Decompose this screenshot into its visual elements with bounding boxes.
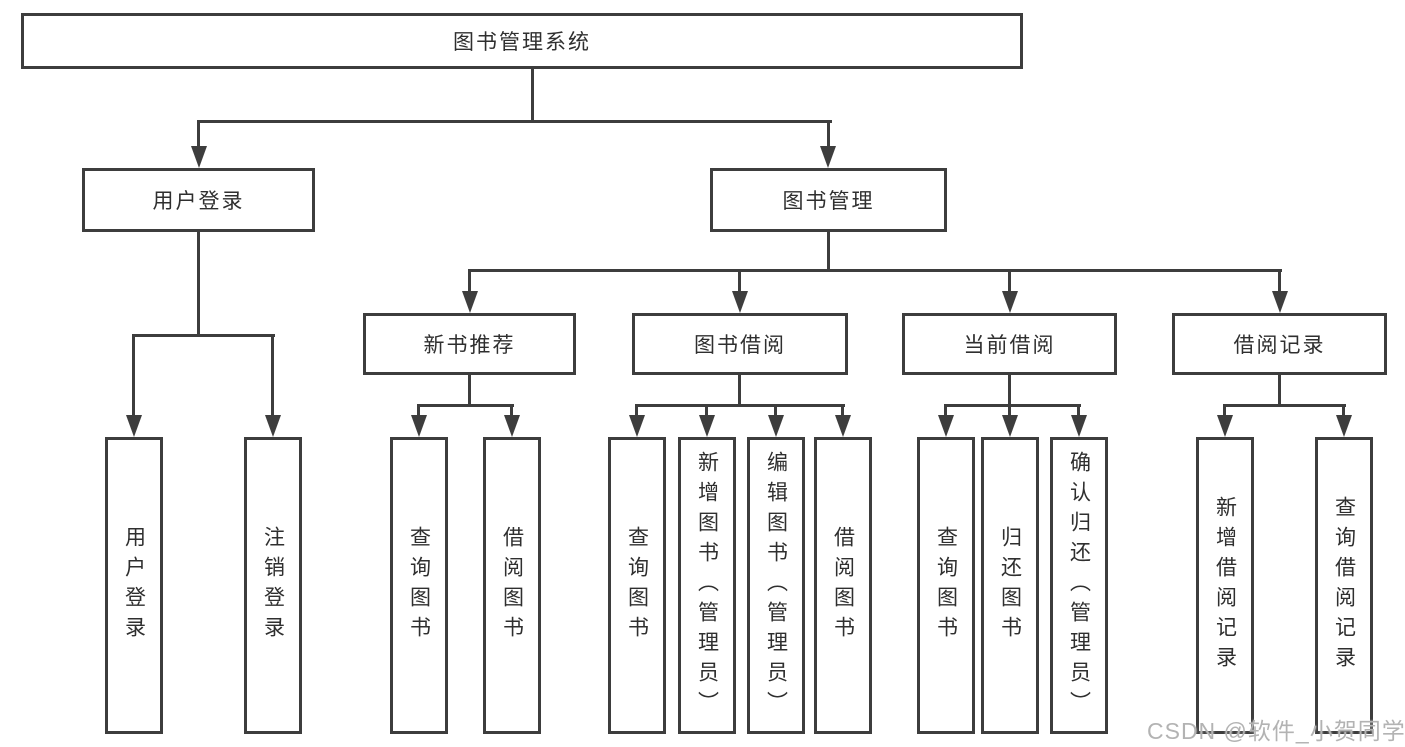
connector-user-login-stem [197,232,200,336]
leaf-query-books-current: 查询图书 [917,437,975,734]
connector-to-leaf-add-record [1223,404,1226,418]
node-book-borrowing: 图书借阅 [632,313,848,375]
connector-to-recommend [468,269,471,295]
connector-to-user-login [197,120,200,148]
node-user-login: 用户登录 [82,168,315,232]
connector-root-stem [531,69,534,122]
node-book-borrowing-label: 图书借阅 [694,334,786,357]
connector-to-leaf-query1 [417,404,420,418]
arrow-down-leaf-add-books [699,415,715,437]
leaf-edit-books-admin: 编辑图书（管理员） [747,437,805,734]
connector-current-rail [945,404,1081,407]
connector-borrowing-rail [636,404,845,407]
connector-recommend-rail [418,404,514,407]
connector-to-leaf-confirm [1077,404,1080,418]
arrow-down-leaf-logout [265,415,281,437]
leaf-return-books: 归还图书 [981,437,1039,734]
connector-to-leaf-borrow2 [841,404,844,418]
arrow-down-leaf-login [126,415,142,437]
connector-book-mgmt-stem [827,232,830,272]
connector-to-leaf-logout [271,334,274,418]
leaf-query-books-current-label: 查询图书 [934,525,958,646]
node-new-book-recommend: 新书推荐 [363,313,576,375]
connector-recommend-stem [468,375,471,407]
leaf-query-books-recommend-label: 查询图书 [407,525,431,646]
connector-records-stem [1278,375,1281,407]
leaf-query-borrow-record: 查询借阅记录 [1315,437,1373,734]
arrow-down-user-login [191,146,207,168]
connector-to-leaf-login [132,334,135,418]
arrow-down-leaf-query-record [1336,415,1352,437]
leaf-user-login: 用户登录 [105,437,163,734]
connector-current-stem [1008,375,1011,407]
connector-to-leaf-query-record [1342,404,1345,418]
node-library-system: 图书管理系统 [21,13,1023,69]
node-borrowing-records: 借阅记录 [1172,313,1387,375]
connector-to-leaf-add-books [705,404,708,418]
arrow-down-records [1272,291,1288,313]
leaf-add-borrow-record-label: 新增借阅记录 [1213,495,1237,676]
node-new-book-recommend-label: 新书推荐 [423,334,516,357]
arrow-down-recommend [462,291,478,313]
leaf-query-books-borrow: 查询图书 [608,437,666,734]
leaf-add-borrow-record: 新增借阅记录 [1196,437,1254,734]
arrow-down-leaf-borrow2 [835,415,851,437]
arrow-down-leaf-add-record [1217,415,1233,437]
node-book-management: 图书管理 [710,168,947,232]
leaf-user-login-label: 用户登录 [122,525,146,646]
leaf-confirm-return-admin: 确认归还（管理员） [1050,437,1108,734]
leaf-confirm-return-admin-label: 确认归还（管理员） [1067,450,1091,721]
arrow-down-leaf-edit-books [768,415,784,437]
connector-to-leaf-return [1008,404,1011,418]
arrow-down-leaf-return [1002,415,1018,437]
node-current-borrowing: 当前借阅 [902,313,1117,375]
connector-borrowing-stem [738,375,741,407]
leaf-query-books-borrow-label: 查询图书 [625,525,649,646]
connector-to-records [1278,269,1281,295]
leaf-return-books-label: 归还图书 [998,525,1022,646]
node-book-management-label: 图书管理 [782,190,875,213]
arrow-down-borrowing [732,291,748,313]
connector-to-current [1008,269,1011,295]
leaf-borrow-books-recommend: 借阅图书 [483,437,541,734]
connector-to-book-management [827,120,830,148]
leaf-borrow-books-label: 借阅图书 [831,525,855,646]
connector-level1-rail [197,120,832,123]
node-user-login-label: 用户登录 [152,190,245,213]
arrow-down-leaf-query2 [629,415,645,437]
arrow-down-leaf-borrow1 [504,415,520,437]
connector-to-leaf-query3 [944,404,947,418]
connector-to-borrowing [738,269,741,295]
node-library-system-label: 图书管理系统 [453,31,591,54]
connector-to-leaf-edit-books [774,404,777,418]
leaf-query-borrow-record-label: 查询借阅记录 [1332,495,1356,676]
arrow-down-leaf-query3 [938,415,954,437]
connector-user-login-rail [134,334,275,337]
connector-level2-rail [469,269,1282,272]
leaf-query-books-recommend: 查询图书 [390,437,448,734]
node-borrowing-records-label: 借阅记录 [1233,334,1326,357]
csdn-watermark: CSDN @软件_小贺同学 [1147,718,1405,744]
arrow-down-current [1002,291,1018,313]
node-current-borrowing-label: 当前借阅 [963,334,1056,357]
arrow-down-book-management [820,146,836,168]
leaf-logout: 注销登录 [244,437,302,734]
connector-to-leaf-query2 [635,404,638,418]
leaf-borrow-books-recommend-label: 借阅图书 [500,525,524,646]
arrow-down-leaf-query1 [411,415,427,437]
leaf-logout-label: 注销登录 [261,525,285,646]
leaf-add-books-admin: 新增图书（管理员） [678,437,736,734]
leaf-edit-books-admin-label: 编辑图书（管理员） [764,450,788,721]
connector-to-leaf-borrow1 [510,404,513,418]
leaf-add-books-admin-label: 新增图书（管理员） [695,450,719,721]
connector-records-rail [1224,404,1346,407]
arrow-down-leaf-confirm [1071,415,1087,437]
leaf-borrow-books: 借阅图书 [814,437,872,734]
